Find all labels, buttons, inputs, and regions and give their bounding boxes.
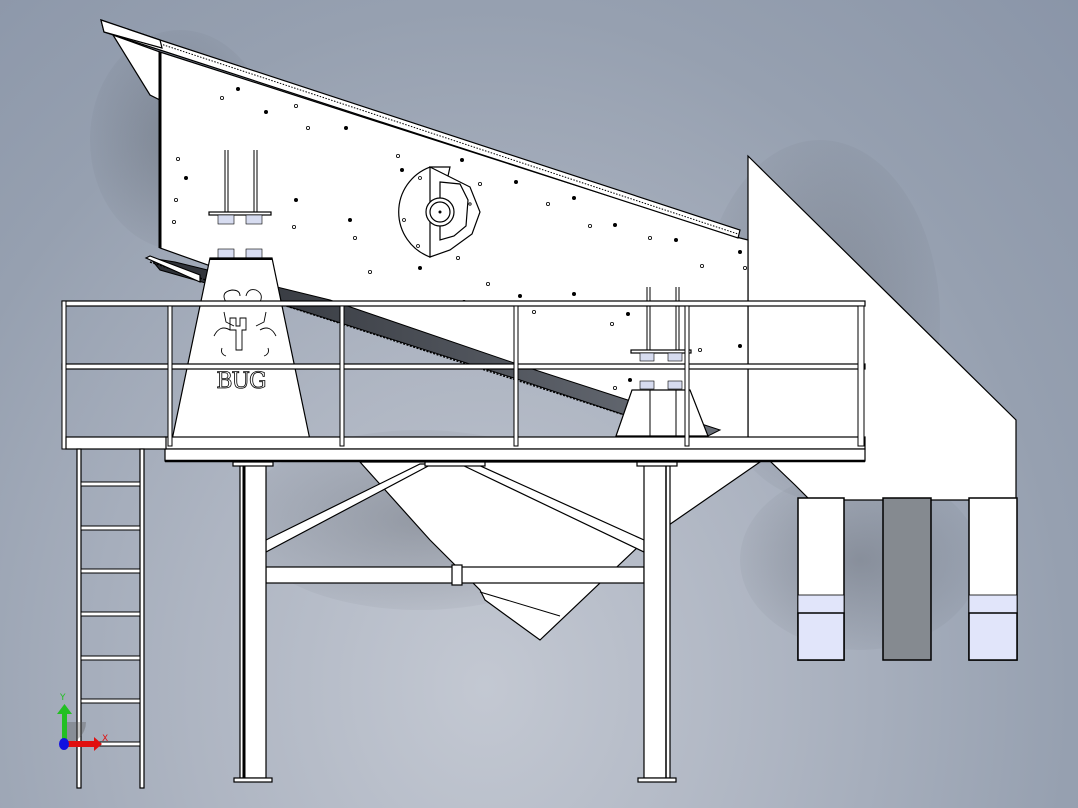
bolt-holes	[171, 87, 748, 390]
access-ladder[interactable]	[76, 448, 145, 789]
bug-logo-text: BUG	[216, 369, 265, 394]
bug-logo-emblem	[213, 289, 277, 357]
exciter-motor[interactable]	[398, 166, 481, 258]
support-leg-left[interactable]	[232, 461, 274, 783]
axis-y-label: Y	[59, 693, 66, 703]
spring-mount-feed-upper	[208, 150, 272, 259]
outlet-chute-middle[interactable]	[882, 497, 932, 661]
handrail[interactable]	[61, 300, 866, 450]
support-leg-right[interactable]	[636, 461, 678, 783]
outlet-housing[interactable]	[747, 154, 1018, 661]
axis-x-label: X	[102, 734, 108, 744]
coordinate-triad: Y X	[57, 693, 108, 751]
support-frame[interactable]	[232, 461, 678, 783]
